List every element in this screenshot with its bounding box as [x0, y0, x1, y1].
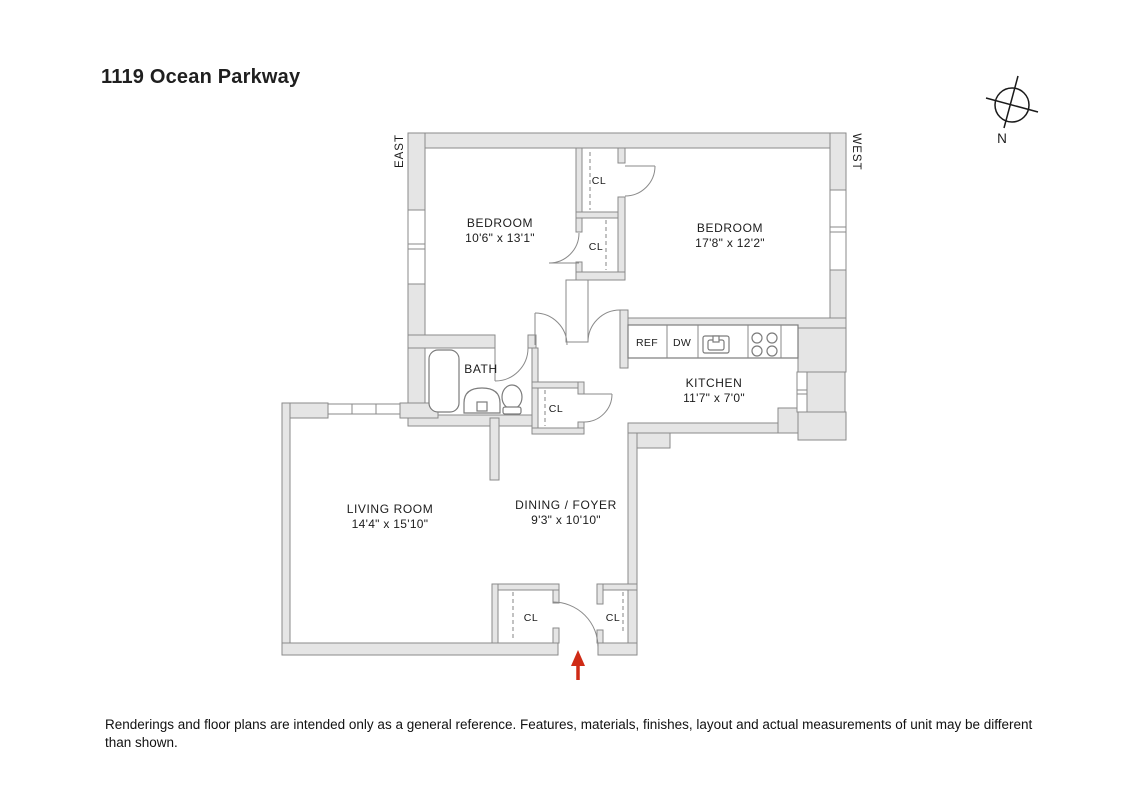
bathtub-icon — [428, 349, 460, 413]
kitchen-dimensions: 11'7" x 7'0" — [683, 391, 745, 405]
bedroom-right-label: BEDROOM — [697, 221, 763, 235]
bedroom-left-label: BEDROOM — [467, 216, 533, 230]
dishwasher-label: DW — [673, 337, 691, 349]
closet-label-4: CL — [524, 612, 538, 624]
closet-label-1: CL — [592, 175, 606, 187]
living-room-label: LIVING ROOM — [347, 502, 434, 516]
door-hall-right — [587, 309, 621, 343]
bedroom-left-dimensions: 10'6" x 13'1" — [465, 231, 535, 245]
door-entry — [552, 601, 599, 648]
door-closet-bedroom-left — [548, 232, 580, 264]
windows — [327, 189, 847, 415]
entry-arrow-icon — [571, 650, 585, 680]
kitchen-sink-icon — [702, 335, 730, 354]
stove-icon — [751, 332, 778, 357]
toilet-icon — [501, 384, 523, 415]
window-bedroom-left — [407, 209, 426, 285]
window-bedroom-right — [829, 189, 847, 271]
bedroom-right-dimensions: 17'8" x 12'2" — [695, 236, 765, 250]
refrigerator-label: REF — [636, 337, 658, 349]
door-hall-closet — [583, 393, 613, 423]
dining-foyer-dimensions: 9'3" x 10'10" — [531, 513, 601, 527]
bath-label: BATH — [464, 362, 498, 376]
kitchen-label: KITCHEN — [686, 376, 743, 390]
disclaimer-text: Renderings and floor plans are intended … — [105, 717, 1033, 751]
door-bath — [494, 347, 529, 382]
window-kitchen — [796, 371, 808, 413]
west-label: WEST — [850, 133, 862, 170]
page-title: 1119 Ocean Parkway — [101, 66, 301, 88]
closet-rods — [512, 152, 624, 641]
fixtures — [428, 324, 799, 415]
pedestal-sink-icon — [463, 387, 501, 414]
living-room-dimensions: 14'4" x 15'10" — [352, 517, 429, 531]
doors — [494, 165, 656, 648]
door-hall-left — [534, 312, 568, 346]
closet-label-3: CL — [549, 403, 563, 415]
compass-icon: N — [985, 75, 1039, 146]
door-closet-top — [624, 165, 656, 197]
east-label: EAST — [394, 134, 406, 168]
window-living-room — [327, 403, 401, 415]
closet-label-2: CL — [589, 241, 603, 253]
dining-foyer-label: DINING / FOYER — [515, 498, 617, 512]
north-label: N — [997, 131, 1007, 146]
wall-structure — [281, 132, 847, 656]
closet-label-5: CL — [606, 612, 620, 624]
